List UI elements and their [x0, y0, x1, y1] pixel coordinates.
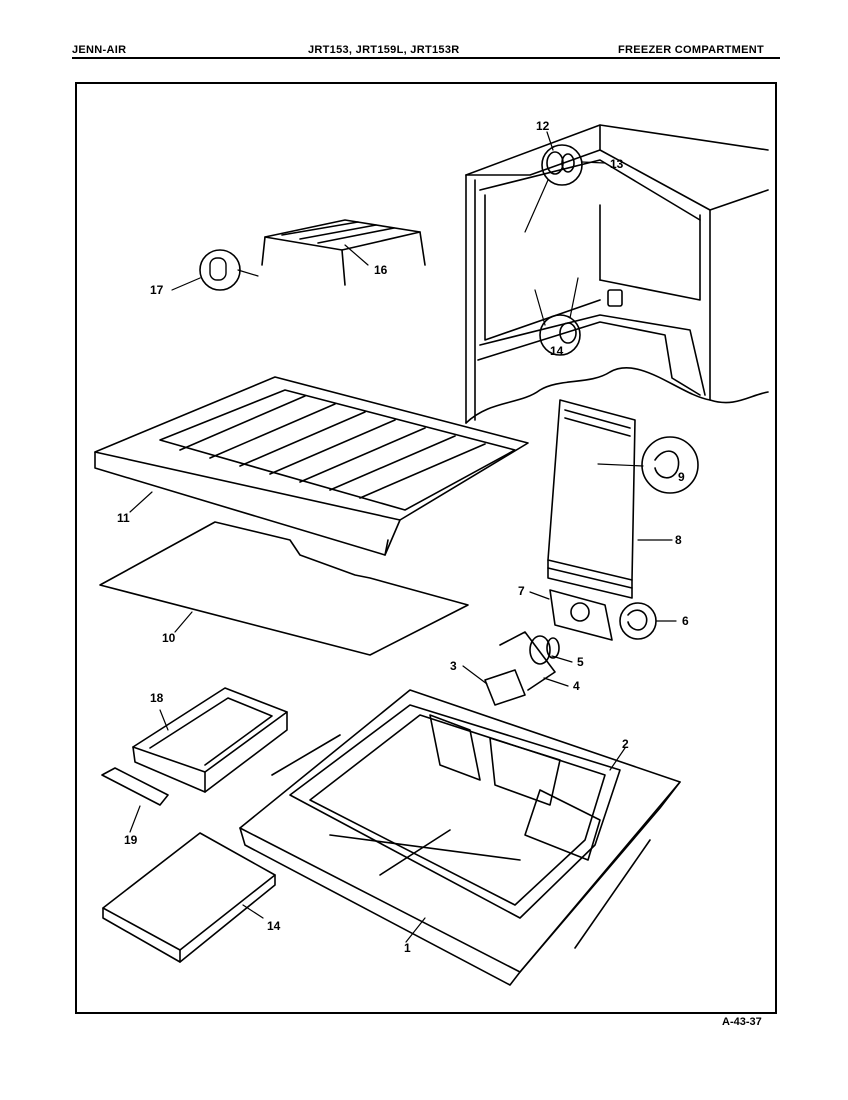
callout-19: 19: [124, 833, 138, 847]
ice-bin: [132, 687, 288, 793]
fan-motor: [484, 631, 560, 706]
insulation-panel: [99, 521, 469, 656]
callout-11: 11: [117, 511, 130, 525]
detail-circle-17: [199, 249, 241, 291]
shelf-trim: [101, 767, 169, 806]
callout-12: 12: [536, 119, 550, 133]
freezer-floor: [239, 689, 681, 986]
callout-7: 7: [518, 584, 525, 598]
callout-3: 3: [450, 659, 457, 673]
header-rule: [72, 57, 780, 59]
detail-circle-14: [539, 314, 581, 356]
section-title: FREEZER COMPARTMENT: [618, 44, 765, 56]
callout-17: 17: [150, 283, 164, 297]
callout-4: 4: [573, 679, 580, 693]
callout-14-bottom: 14: [267, 919, 281, 933]
fan-bracket: [549, 589, 613, 641]
detail-circle-9: [641, 436, 699, 494]
callout-13: 13: [610, 157, 624, 171]
freezer-cabinet: [465, 124, 769, 424]
callout-18: 18: [150, 691, 164, 705]
freezer-shelf: [94, 376, 529, 556]
diagram-code: A-43-37: [722, 1016, 762, 1028]
callout-1: 1: [404, 941, 411, 955]
brand-label: JENN-AIR: [72, 44, 127, 56]
detail-circle-12: [541, 144, 583, 186]
callout-16: 16: [374, 263, 388, 277]
callout-2: 2: [622, 737, 629, 751]
detail-circle-6: [619, 602, 657, 640]
callout-9: 9: [678, 470, 685, 484]
callout-6: 6: [682, 614, 689, 628]
callout-14-top: 14: [550, 344, 564, 358]
callout-5: 5: [577, 655, 584, 669]
ice-cube-tray: [102, 832, 276, 963]
diagram-frame: [75, 82, 777, 1014]
models-label: JRT153, JRT159L, JRT153R: [308, 44, 460, 56]
callout-10: 10: [162, 631, 176, 645]
evaporator-cover: [547, 399, 636, 599]
callout-8: 8: [675, 533, 682, 547]
wire-shelf: [261, 219, 426, 286]
